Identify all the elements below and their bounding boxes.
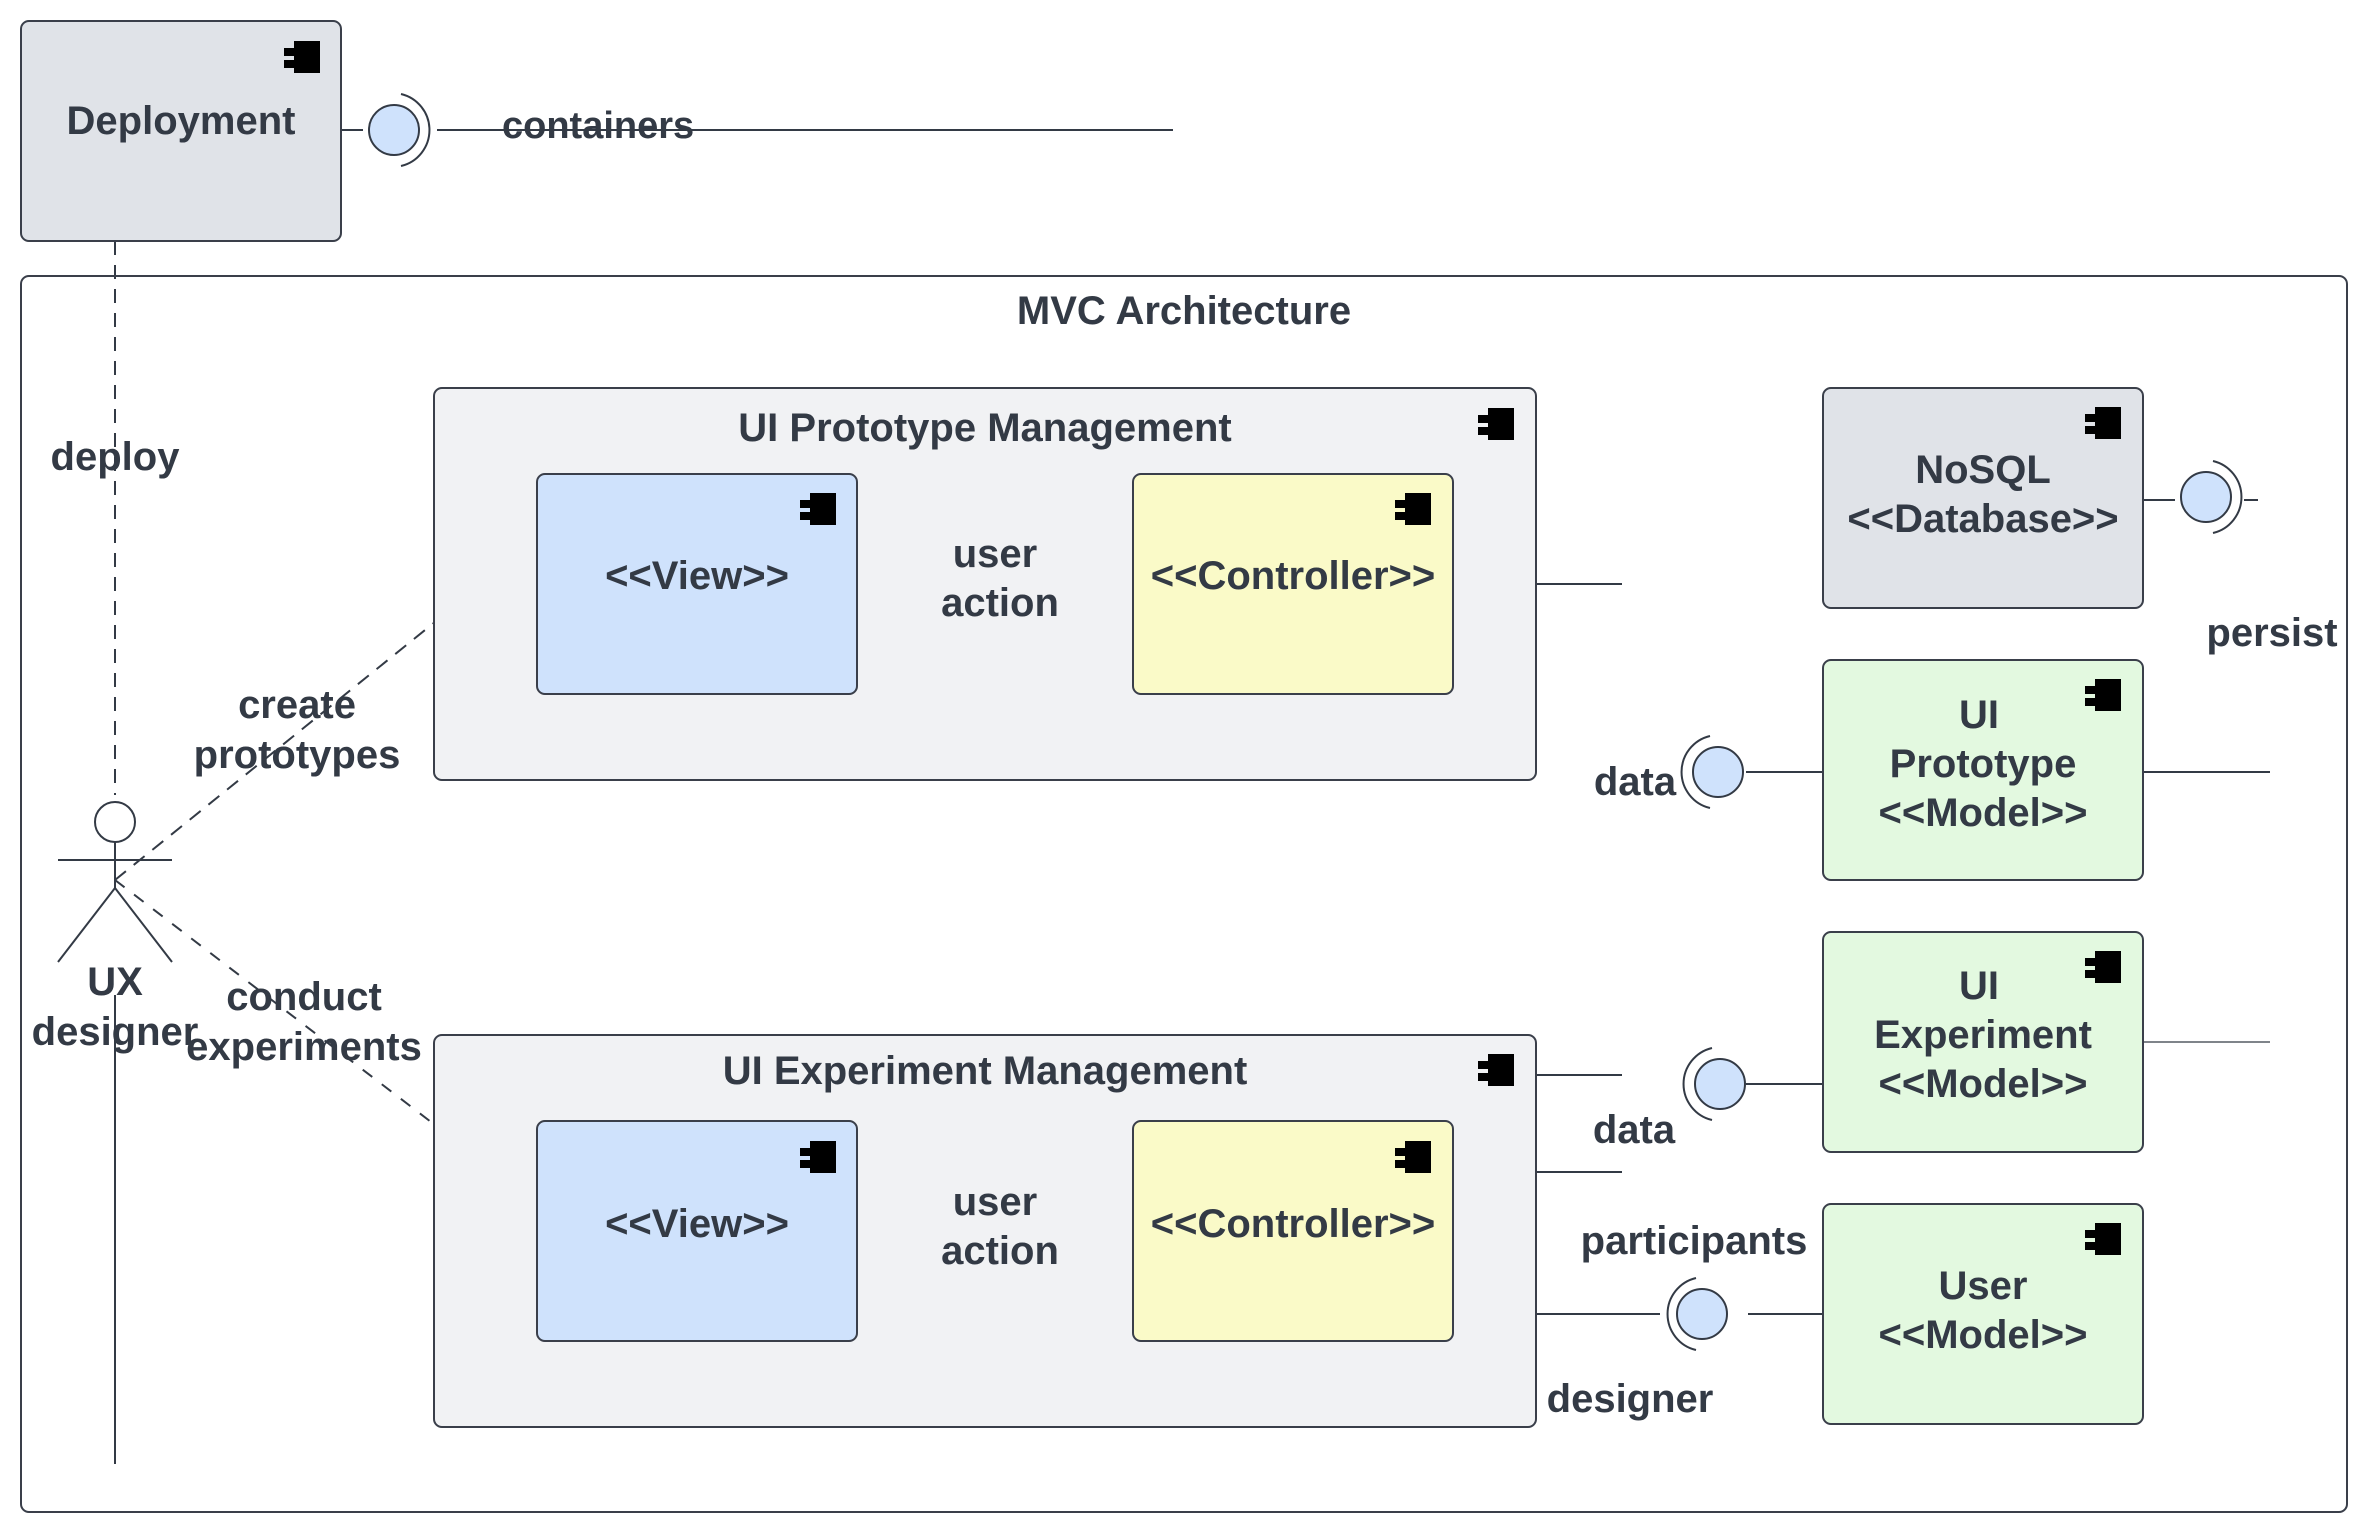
create-prototypes-label-line1: create: [238, 683, 356, 727]
user-model-label-line2: <<Model>>: [1879, 1313, 2088, 1357]
prototype-view-label: <<View>>: [605, 554, 789, 598]
ui-prototype-management-title: UI Prototype Management: [738, 406, 1231, 450]
user-model-component[interactable]: User <<Model>>: [1822, 1203, 2144, 1425]
data-label-experiment: data: [1593, 1108, 1676, 1152]
experiment-model-provided-interface-icon: [1682, 1047, 1746, 1121]
prototype-model-label-line2: Prototype: [1890, 742, 2077, 786]
user-model-provided-interface-icon: [1666, 1277, 1728, 1351]
user-action-label-top-line2: action: [941, 581, 1059, 625]
ui-experiment-management-title: UI Experiment Management: [723, 1049, 1248, 1093]
deployment-component[interactable]: Deployment: [20, 20, 342, 242]
prototype-view-component[interactable]: <<View>>: [536, 473, 858, 695]
prototype-model-provided-interface-icon: [1680, 735, 1744, 809]
conduct-experiments-label-line1: conduct: [226, 975, 382, 1019]
deployment-provided-interface-icon: [368, 93, 431, 167]
experiment-model-label-line3: <<Model>>: [1879, 1062, 2088, 1106]
ui-experiment-model-component[interactable]: UI Experiment <<Model>>: [1822, 931, 2144, 1153]
user-action-label-top-line1: user: [953, 532, 1038, 576]
mvc-architecture-container: MVC Architecture: [20, 275, 2348, 1513]
participants-label: participants: [1581, 1219, 1808, 1263]
nosql-database-component[interactable]: NoSQL <<Database>>: [1822, 387, 2144, 609]
actor-label-line1: UX: [87, 960, 143, 1004]
experiment-view-component[interactable]: <<View>>: [536, 1120, 858, 1342]
prototype-controller-label: <<Controller>>: [1151, 554, 1436, 598]
nosql-label-line1: NoSQL: [1915, 448, 2051, 492]
ui-prototype-model-component[interactable]: UI Prototype <<Model>>: [1822, 659, 2144, 881]
persist-label: persist: [2206, 611, 2337, 655]
create-prototypes-connector: [114, 621, 436, 881]
experiment-model-label-line2: Experiment: [1874, 1013, 2092, 1057]
mvc-architecture-title: MVC Architecture: [1017, 289, 1351, 333]
containers-label: containers: [502, 105, 694, 147]
experiment-model-label-line1: UI: [1959, 964, 1999, 1008]
nosql-label-line2: <<Database>>: [1847, 497, 2118, 541]
prototype-controller-component[interactable]: <<Controller>>: [1132, 473, 1454, 695]
create-prototypes-label-line2: prototypes: [194, 733, 401, 777]
designer-label: designer: [1547, 1377, 1714, 1421]
deploy-label: deploy: [51, 435, 181, 479]
prototype-model-label-line3: <<Model>>: [1879, 791, 2088, 835]
experiment-controller-component[interactable]: <<Controller>>: [1132, 1120, 1454, 1342]
user-action-label-bottom-line2: action: [941, 1229, 1059, 1273]
nosql-provided-interface-icon: [2180, 460, 2243, 534]
stick-figure-icon[interactable]: [57, 801, 173, 963]
experiment-controller-label: <<Controller>>: [1151, 1202, 1436, 1246]
experiment-view-label: <<View>>: [605, 1202, 789, 1246]
user-action-label-bottom-line1: user: [953, 1180, 1038, 1224]
actor-label-line2: designer: [32, 1010, 199, 1054]
conduct-experiments-label-line2: experiments: [186, 1025, 422, 1069]
user-model-label-line1: User: [1939, 1264, 2028, 1308]
prototype-model-label-line1: UI: [1959, 693, 1999, 737]
deployment-label: Deployment: [67, 99, 296, 143]
conduct-experiments-connector: [114, 879, 436, 1126]
data-label-prototype: data: [1594, 760, 1677, 804]
